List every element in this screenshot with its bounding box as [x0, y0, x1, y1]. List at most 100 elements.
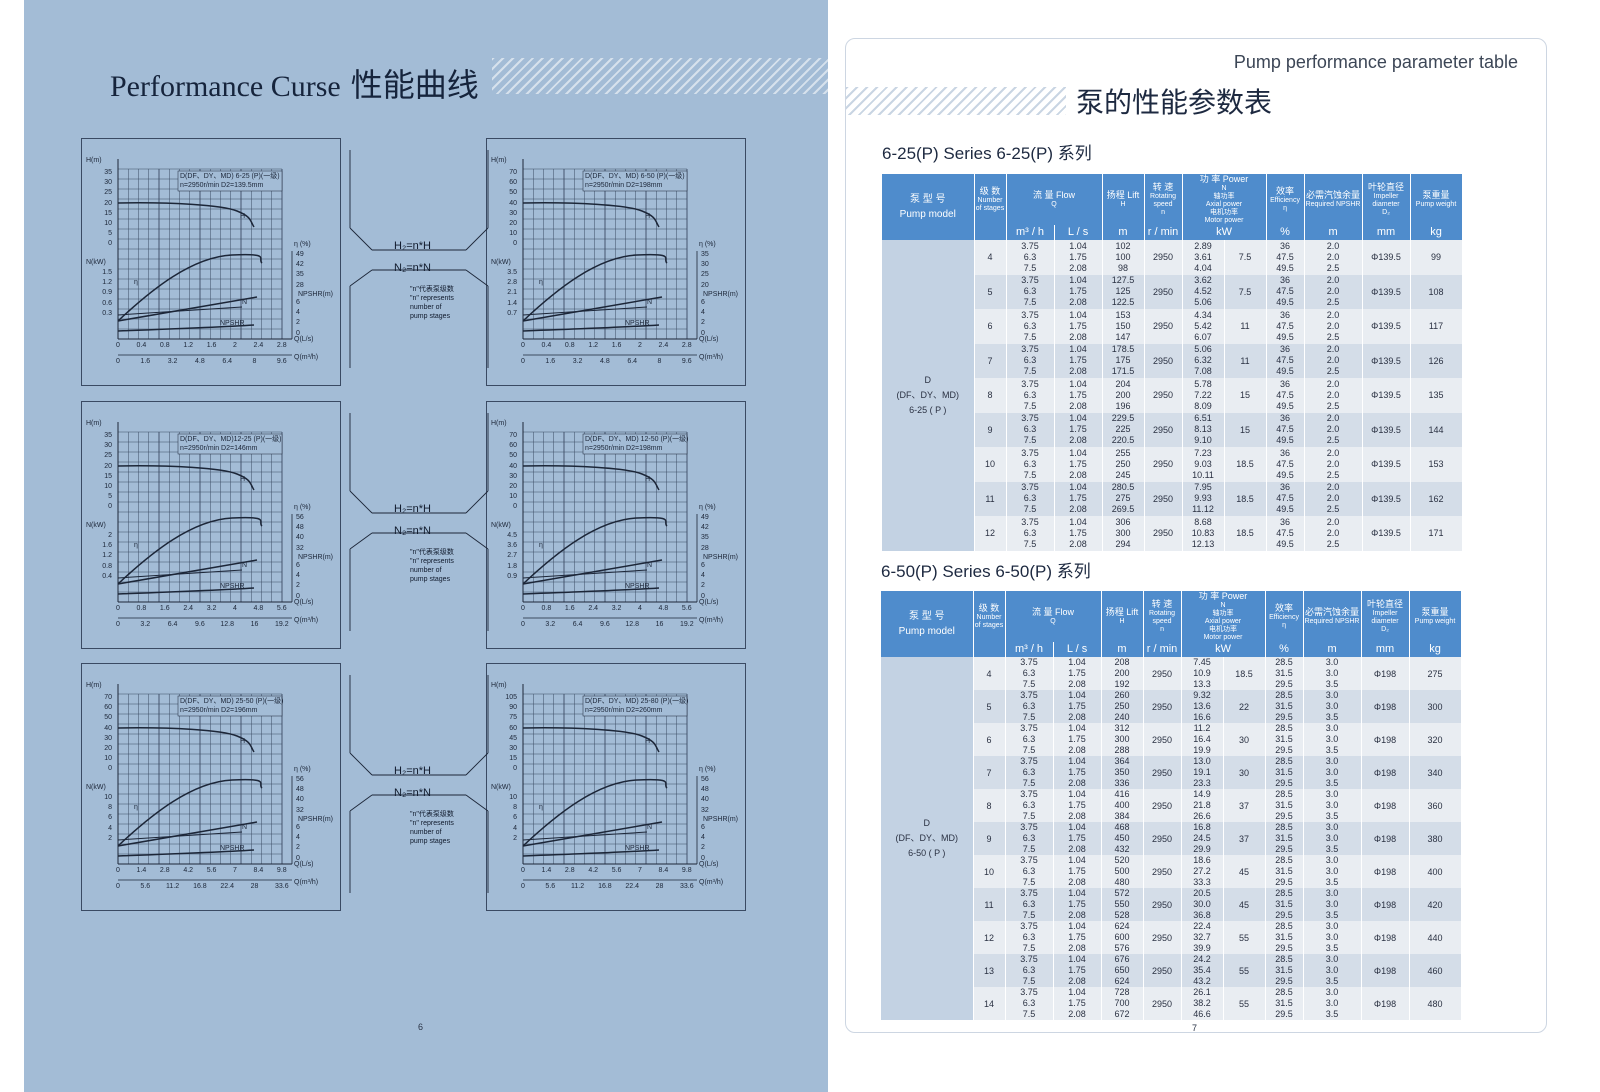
q-ls-axis-label: Q(L/s) — [699, 599, 719, 606]
impeller-cell: Φ139.5 — [1362, 447, 1411, 482]
table-page-title-cn: 泵的性能参数表 — [1076, 86, 1273, 119]
h-tick-label: 60 — [509, 179, 517, 187]
chart-title-line: D(DF、DY、MD)12-25 (P)(一级) — [180, 436, 282, 443]
n-curve-secondary — [117, 569, 243, 579]
flow-ls-value: 1.04 — [1068, 888, 1086, 898]
weight-cell: 420 — [1409, 888, 1462, 921]
right-page-parameter-table: Pump performance parameter table 泵的性能参数表… — [845, 38, 1547, 1033]
chart-svg — [522, 684, 698, 881]
efficiency-value: 49.5 — [1276, 538, 1294, 549]
n-tick-label: 0.6 — [102, 299, 112, 307]
impeller-cell: Φ198 — [1361, 987, 1410, 1020]
h-curve-label: H — [240, 738, 246, 745]
h-tick-label: 10 — [104, 483, 112, 490]
stages-cell: 5 — [974, 274, 1007, 309]
npshr-value: 3.0 — [1325, 899, 1339, 909]
flow-ls-value: 1.75 — [1069, 493, 1087, 504]
npshr-curve-label: NPSHR — [625, 845, 650, 852]
h-tick-label: 60 — [509, 724, 517, 732]
flow-m3h-value: 3.75 — [1021, 516, 1039, 527]
lift-value: 98 — [1118, 262, 1129, 273]
title-cn: 性能曲线 — [350, 67, 479, 103]
flow-m3h-value: 7.5 — [1023, 400, 1037, 411]
efficiency-value: 49.5 — [1276, 297, 1294, 308]
q-ls-tick-label: 1.6 — [564, 605, 575, 612]
motor-power-cell: 45 — [1223, 855, 1266, 888]
npshr-value: 3.0 — [1325, 855, 1339, 865]
stages-cell: 7 — [974, 343, 1007, 378]
flow-ls-value: 1.75 — [1068, 668, 1086, 678]
chart-panel: D(DF、DY、MD)12-25 (P)(一级)n=2950r/min D2=1… — [81, 401, 341, 649]
npshr-tick-label: 2 — [701, 844, 705, 852]
n-tick-label: 8 — [108, 804, 112, 812]
efficiency-value: 49.5 — [1276, 469, 1294, 480]
power-header-text: 轴功率 — [1213, 193, 1235, 200]
impeller-header-text: D₂ — [1381, 626, 1389, 633]
axial-power-value: 3.62 — [1194, 275, 1212, 286]
model-name-line: 6-50 ( P ) — [908, 848, 946, 858]
chart-panel: D(DF、DY、MD) 6-25 (P)(一级)n=2950r/min D2=1… — [81, 138, 341, 386]
n-curve-label: N — [242, 299, 248, 306]
efficiency-value: 47.5 — [1276, 251, 1294, 262]
flow-ls-value: 1.04 — [1068, 822, 1086, 832]
q-m3h-axis-label: Q(m³/h) — [294, 879, 319, 886]
flow-ls-value: 2.08 — [1068, 679, 1086, 689]
lift-value: 102 — [1115, 240, 1131, 251]
q-m3h-tick-label: 33.6 — [679, 883, 694, 890]
npshr-value: 3.5 — [1325, 844, 1339, 854]
flow-m3h-value: 3.75 — [1021, 413, 1039, 424]
unit-kw: kW — [1181, 642, 1266, 657]
n-curve-label: N — [647, 562, 653, 569]
h-tick-label: 105 — [505, 694, 517, 701]
eta-tick-label: 35 — [296, 271, 304, 279]
lift-value: 240 — [1114, 712, 1130, 722]
efficiency-value: 36 — [1280, 275, 1291, 286]
q-m3h-tick-label: 1.6 — [140, 358, 151, 365]
impeller-cell: Φ198 — [1361, 690, 1410, 723]
n-axis-label: N(kW) — [86, 522, 106, 529]
h-tick-label: 45 — [509, 734, 517, 742]
axial-power-value: 6.51 — [1194, 413, 1212, 424]
q-m3h-tick-label: 9.6 — [600, 621, 610, 628]
impeller-cell: Φ198 — [1361, 789, 1410, 822]
q-m3h-tick-label: 9.6 — [681, 358, 692, 365]
flow-m3h-value: 6.3 — [1022, 899, 1036, 909]
npshr-value: 3.0 — [1325, 767, 1339, 777]
page-number-right: 7 — [1192, 1023, 1198, 1033]
eta-curve — [117, 516, 263, 585]
h-tick-label: 40 — [509, 462, 517, 470]
flow-ls-value: 2.08 — [1068, 844, 1086, 854]
chart-svg — [117, 684, 293, 881]
npshr-value: 2.0 — [1326, 447, 1340, 458]
q-ls-tick-label: 0 — [521, 867, 525, 874]
axial-power-value: 19.9 — [1193, 745, 1211, 755]
npshr-value: 2.5 — [1326, 366, 1340, 377]
efficiency-value: 31.5 — [1275, 833, 1293, 843]
q-m3h-tick-label: 8 — [252, 358, 257, 365]
flow-ls-value: 2.08 — [1069, 366, 1087, 377]
flow-m3h-value: 3.75 — [1020, 888, 1038, 898]
flow-ls-value: 2.08 — [1069, 297, 1087, 308]
n-axis-label: N(kW) — [86, 259, 106, 266]
q-m3h-tick-label: 33.6 — [274, 883, 289, 890]
npshr-value: 3.5 — [1325, 1009, 1339, 1019]
npshr-axis-label: NPSHR(m) — [298, 554, 333, 561]
